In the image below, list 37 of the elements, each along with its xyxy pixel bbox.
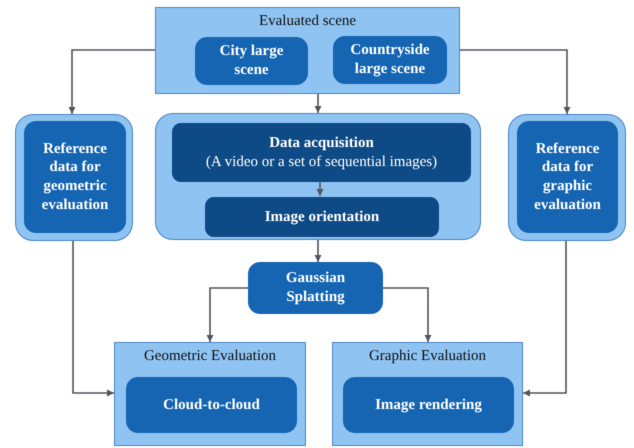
node-label: Image rendering bbox=[374, 396, 483, 414]
process-box bbox=[24, 121, 126, 233]
arrow bbox=[314, 94, 322, 113]
arrow bbox=[72, 241, 114, 396]
node-label: Countryside large scene bbox=[349, 41, 431, 79]
group-panel bbox=[114, 342, 306, 446]
rounded-frame bbox=[508, 114, 626, 241]
arrow bbox=[206, 287, 248, 342]
rounded-frame bbox=[155, 113, 481, 240]
group-panel bbox=[332, 342, 523, 446]
node-label: City large scene bbox=[218, 42, 284, 80]
process-box bbox=[248, 262, 383, 314]
node-label: Gaussian Splatting bbox=[284, 269, 346, 307]
group-title: Geometric Evaluation bbox=[144, 347, 276, 366]
arrow bbox=[460, 49, 570, 114]
node-label: Reference data for graphic evaluation bbox=[533, 140, 602, 214]
process-box bbox=[517, 121, 618, 233]
process-box bbox=[172, 123, 471, 182]
arrow bbox=[68, 49, 155, 114]
rounded-frame bbox=[15, 114, 133, 241]
process-box bbox=[343, 377, 514, 433]
group-panel bbox=[155, 7, 460, 94]
group-title: Graphic Evaluation bbox=[368, 347, 486, 366]
node-label: Reference data for geometric evaluation bbox=[40, 140, 110, 214]
process-box bbox=[126, 377, 297, 433]
node-label: Cloud-to-cloud bbox=[162, 396, 261, 414]
node-label: (A video or a set of sequential images) bbox=[206, 152, 438, 172]
arrow bbox=[523, 241, 567, 396]
group-title: Evaluated scene bbox=[258, 12, 356, 31]
process-box bbox=[333, 36, 447, 84]
arrow bbox=[316, 181, 324, 196]
node-label: Image orientation bbox=[264, 208, 380, 226]
arrow bbox=[383, 287, 432, 342]
process-box bbox=[195, 37, 308, 85]
arrow bbox=[314, 240, 322, 262]
process-box bbox=[205, 197, 439, 237]
node-label: Data acquisition bbox=[268, 134, 375, 152]
